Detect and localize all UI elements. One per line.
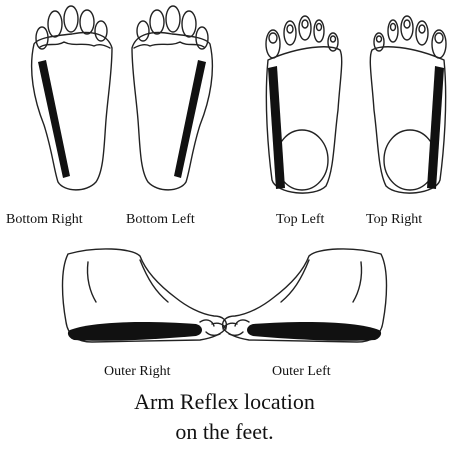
label-bottom-left: Bottom Left: [126, 212, 195, 228]
reflex-band-bottom-right: [38, 60, 70, 178]
caption-line-1: Arm Reflex location: [0, 388, 449, 416]
label-outer-left: Outer Left: [272, 364, 331, 380]
reflex-band-outer-left: [247, 322, 381, 341]
label-top-left: Top Left: [276, 212, 324, 228]
caption-line-2: on the feet.: [0, 418, 449, 446]
foot-bottom-left: [132, 6, 212, 190]
label-bottom-right: Bottom Right: [6, 212, 83, 228]
foot-bottom-right: [32, 6, 112, 190]
label-top-right: Top Right: [366, 212, 422, 228]
reflex-band-outer-right: [68, 322, 202, 341]
label-outer-right: Outer Right: [104, 364, 171, 380]
reflex-band-bottom-left: [174, 60, 206, 178]
